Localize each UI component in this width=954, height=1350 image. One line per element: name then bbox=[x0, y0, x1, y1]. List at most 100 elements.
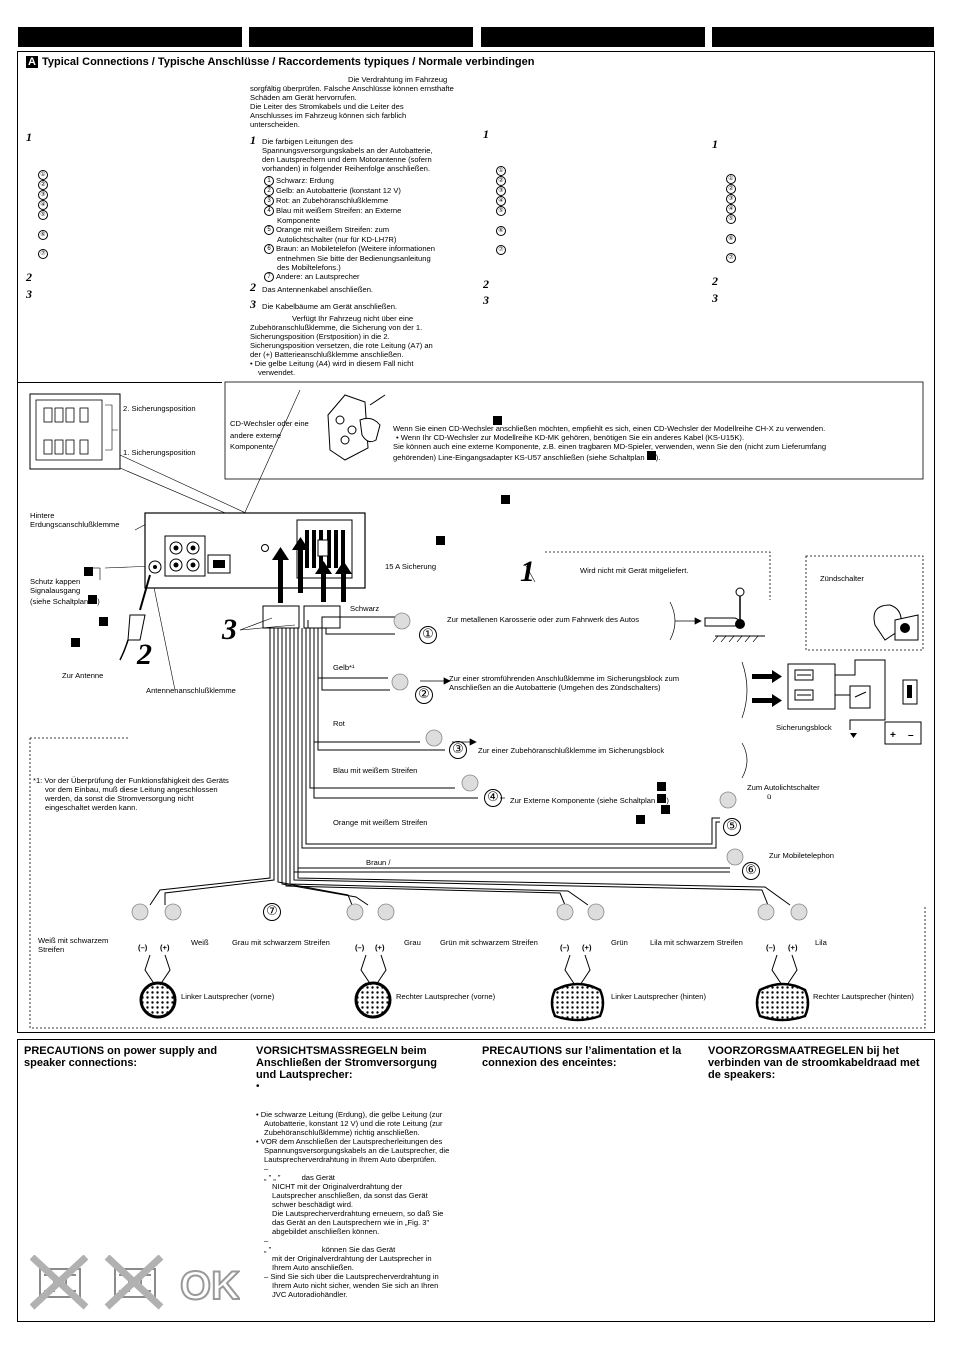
spk2-pos-label: Grau bbox=[404, 938, 421, 947]
de-step-3: 3 bbox=[250, 297, 256, 311]
spk2-name: Rechter Lautsprecher (vorne) bbox=[396, 992, 496, 1001]
text-line: Komponente bbox=[230, 442, 274, 451]
item-marker: 2 bbox=[264, 186, 274, 196]
text-line: Wenn Sie einen CD-Wechsler anschließen m… bbox=[393, 424, 918, 433]
text-line: vor dem Einbau, muß diese Leitung angesc… bbox=[45, 785, 218, 794]
de-prec-bullet: • bbox=[256, 1081, 260, 1092]
header-bar-1 bbox=[18, 27, 242, 47]
marker: ⑦ bbox=[496, 245, 506, 255]
spk3-name: Linker Lautsprecher (hinten) bbox=[611, 992, 706, 1001]
footnote: *1: Vor der Überprüfung der Funktionsfäh… bbox=[33, 776, 259, 812]
wire-blue-label: Blau mit weißem Streifen bbox=[333, 766, 418, 775]
ignition-box bbox=[805, 555, 924, 651]
item-text: Andere: an Lautsprecher bbox=[276, 272, 360, 281]
text-line: Spannungsversorgungskabels an der Autoba… bbox=[262, 146, 433, 155]
precautions-de-heading: VORSICHTSMASSREGELN beim Anschließen der… bbox=[256, 1045, 476, 1081]
spk4-minus: (–) bbox=[766, 943, 776, 952]
de-intro: Die Verdrahtung im Fahrzeug sorgfältig ü… bbox=[250, 75, 472, 129]
en-step-1: 1 bbox=[26, 130, 32, 144]
fuse-15a-label: 15 A Sicherung bbox=[385, 562, 437, 571]
marker: ⑦ bbox=[726, 253, 736, 263]
text-line: vorhanden) in folgender Reihenfolge ansc… bbox=[262, 164, 431, 173]
de-step-1: 1 bbox=[250, 133, 256, 147]
speaker-front-right bbox=[354, 954, 392, 1019]
text: gehörenden) Line-Eingangsadapter KS-U57 … bbox=[393, 453, 645, 462]
wire-caps bbox=[131, 612, 808, 921]
spk4-name: Rechter Lautsprecher (hinten) bbox=[813, 992, 914, 1001]
ref-square-icon bbox=[493, 416, 502, 425]
text-line: Ihrem Auto anschließen. bbox=[272, 1263, 354, 1272]
text: „ ” „ ” bbox=[264, 1173, 281, 1182]
ref-square-icon bbox=[501, 495, 510, 504]
circled-3: ③ bbox=[449, 741, 467, 759]
wire-yellow-dest: Zur einer stromführenden Anschlußklemme … bbox=[449, 674, 679, 692]
spk1-minus: (–) bbox=[138, 943, 148, 952]
text-line: Anschließen der Stromversorgung bbox=[256, 1057, 437, 1069]
text-line: CD-Wechsler oder eine bbox=[230, 419, 309, 428]
text-line: Die Leiter des Stromkabels und die Leite… bbox=[250, 102, 404, 111]
callout-3 bbox=[239, 617, 296, 631]
text-line: JVC Autoradiohändler. bbox=[272, 1290, 348, 1299]
text-line: verwendet. bbox=[258, 368, 296, 377]
text: ) bbox=[97, 597, 100, 606]
spk1-plus: (+) bbox=[160, 943, 170, 952]
callout-2: 2 bbox=[137, 638, 152, 671]
fr-step-1: 1 bbox=[483, 127, 489, 141]
text: das Gerät bbox=[301, 1173, 335, 1182]
text-line: • Wenn Ihr CD-Wechsler zur Modellreihe K… bbox=[396, 433, 745, 442]
nl-step-2: 2 bbox=[712, 274, 718, 288]
header-bar-3 bbox=[481, 27, 705, 47]
marker: ⑥ bbox=[726, 233, 736, 244]
marker: ⑥ bbox=[38, 229, 48, 240]
text-line: Hintere bbox=[30, 511, 55, 520]
wire-arrows bbox=[420, 601, 748, 799]
wire-brown-label: Braun / bbox=[366, 858, 391, 867]
ref-square-icon bbox=[636, 815, 645, 824]
text-line: Sicherungsposition (Erstposition) in die… bbox=[250, 332, 390, 341]
spk4-pos-label: Lila bbox=[815, 938, 827, 947]
text: können Sie das Gerät bbox=[321, 1245, 396, 1254]
de-step-2: 2 bbox=[250, 280, 256, 294]
text-line: Schäden am Gerät hervorrufen. bbox=[250, 93, 357, 102]
callout-3: 3 bbox=[222, 613, 237, 646]
antenna-terminal-label: Antennenanschlußklemme bbox=[146, 686, 236, 695]
text-line: – Sind Sie sich über die Lautsprecherver… bbox=[264, 1272, 439, 1281]
marker: ⑤ bbox=[38, 210, 48, 220]
ground-screw bbox=[704, 587, 765, 643]
spk2-plus: (+) bbox=[375, 943, 385, 952]
fr-step-3: 3 bbox=[483, 293, 489, 307]
fuse-block: + – bbox=[787, 659, 922, 745]
connections-frame bbox=[17, 51, 935, 1033]
text-line: abgebildet anschließen können. bbox=[272, 1227, 380, 1236]
plug-arrows bbox=[272, 537, 352, 603]
ref-square-icon bbox=[657, 794, 667, 803]
item-text: Komponente bbox=[277, 216, 321, 225]
text-line: „ ” können Sie das Gerät bbox=[256, 1245, 478, 1254]
text-line: ü bbox=[767, 792, 772, 801]
text-line: • Die schwarze Leitung (Erdung), die gel… bbox=[256, 1110, 443, 1119]
cd-changer-label: CD-Wechsler oder eine andere externe Kom… bbox=[230, 418, 309, 453]
ref-square-icon bbox=[661, 805, 670, 814]
circled-2: ② bbox=[415, 686, 433, 704]
text-line: mit der Originalverdrahtung der Lautspre… bbox=[272, 1254, 432, 1263]
marker: ⑤ bbox=[726, 214, 736, 224]
speaker-rear-left bbox=[550, 954, 605, 1022]
en-step-2: 2 bbox=[26, 270, 32, 284]
text-line: Die Verdrahtung im Fahrzeug bbox=[348, 75, 448, 84]
text-line: unterscheiden. bbox=[250, 120, 300, 129]
item-text: Blau mit weißem Streifen: an Externe bbox=[276, 206, 402, 215]
fuse-position-diagram bbox=[29, 393, 121, 470]
text-line: Zubehöranschlußklemme, die Sicherung von… bbox=[250, 323, 423, 332]
not-supplied-label: Wird nicht mit Gerät mitgeliefert. bbox=[580, 566, 689, 575]
text-line: Erdungscanschlußklemme bbox=[30, 520, 120, 529]
cd-info-box bbox=[224, 381, 924, 480]
header-bar-4 bbox=[712, 27, 934, 47]
section-rule bbox=[17, 382, 222, 383]
spk3-minus: (–) bbox=[560, 943, 570, 952]
fuse-pos-2-label: 2. Sicherungsposition bbox=[123, 404, 196, 413]
